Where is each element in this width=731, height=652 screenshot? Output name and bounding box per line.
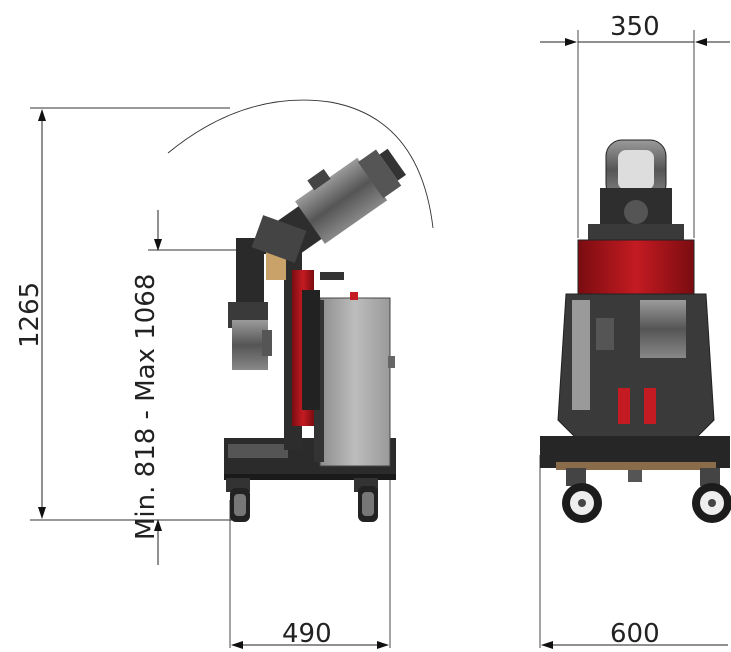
machine-front-view bbox=[540, 139, 731, 523]
front-base-width-label: 600 bbox=[610, 619, 660, 649]
front-wheel-left bbox=[562, 468, 602, 523]
side-cabinet bbox=[319, 297, 391, 467]
column-height-dimension: Min. 818 - Max 1068 bbox=[131, 210, 236, 565]
front-base-width-dimension: 600 bbox=[539, 455, 728, 649]
side-depth-dimension: 490 bbox=[229, 440, 391, 649]
side-depth-label: 490 bbox=[282, 619, 332, 649]
front-red-switch-right bbox=[644, 388, 656, 424]
machine-side-view bbox=[224, 148, 406, 522]
front-red-switch-left bbox=[618, 388, 630, 424]
front-wheel-right bbox=[692, 468, 731, 523]
front-top-width-dimension: 350 bbox=[540, 12, 730, 238]
overall-height-dimension: 1265 bbox=[15, 107, 232, 521]
front-red-band bbox=[577, 239, 695, 295]
column-height-label: Min. 818 - Max 1068 bbox=[131, 274, 161, 540]
side-wheel-left bbox=[226, 478, 250, 522]
front-top-width-label: 350 bbox=[610, 12, 660, 42]
overall-height-label: 1265 bbox=[15, 282, 45, 348]
side-feed-motor bbox=[228, 302, 272, 370]
motor-swing-arc bbox=[167, 99, 434, 229]
front-motor bbox=[588, 139, 684, 240]
side-wheel-right bbox=[354, 478, 378, 522]
